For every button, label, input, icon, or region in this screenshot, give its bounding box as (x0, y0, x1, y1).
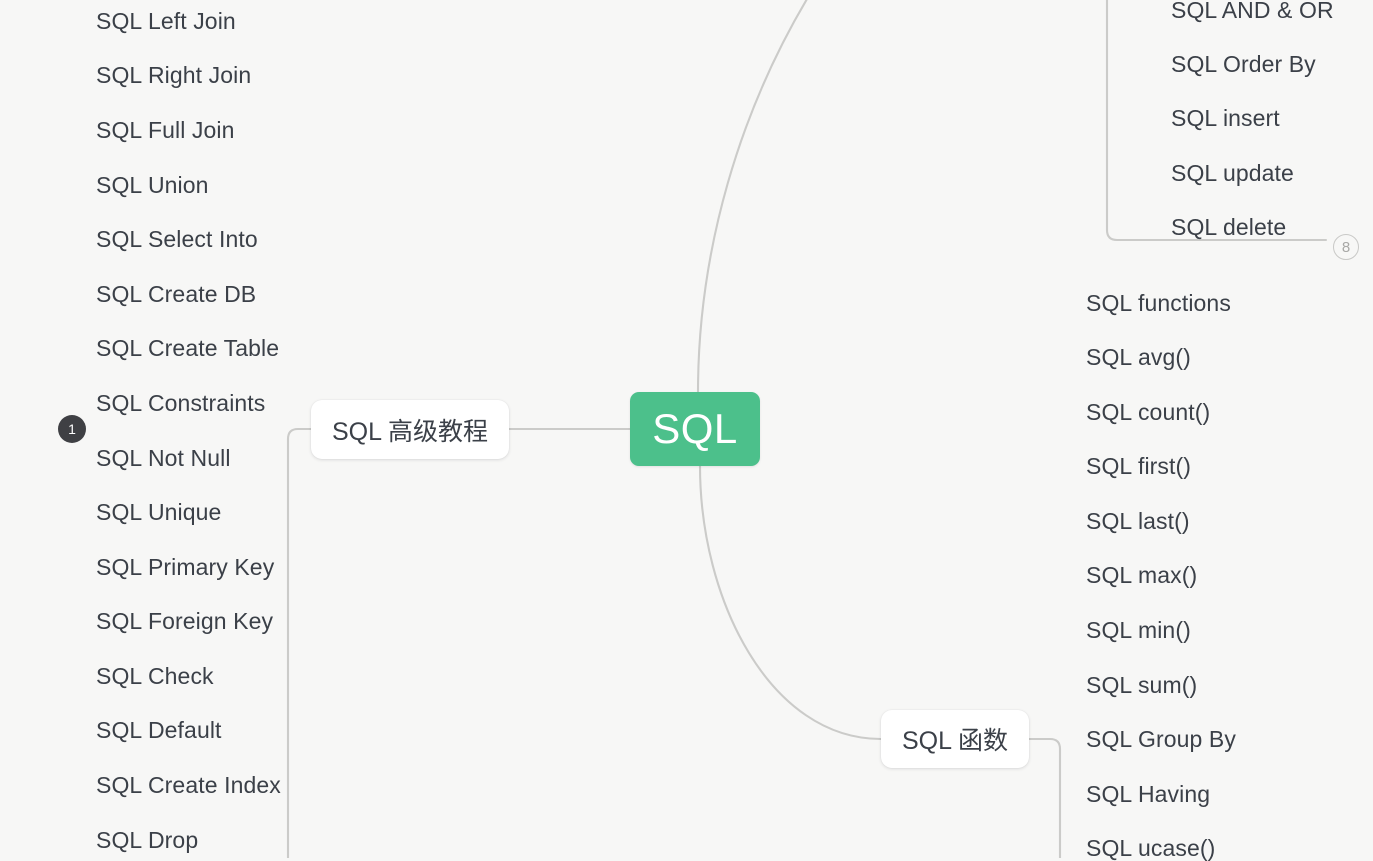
leaf-topic[interactable]: SQL max() (1086, 562, 1198, 588)
branch-node-advanced[interactable]: SQL 高级教程 (311, 400, 509, 459)
leaf-topic[interactable]: SQL Check (96, 663, 214, 689)
branch-node-advanced-label: SQL 高级教程 (331, 417, 489, 446)
leaf-topic[interactable]: SQL first() (1086, 453, 1192, 479)
leaf-topic[interactable]: SQL Default (96, 717, 222, 743)
branch-node-functions[interactable]: SQL 函数 (881, 710, 1029, 768)
branch-node-functions-label: SQL 函数 (901, 727, 1009, 755)
leaf-topic[interactable]: SQL Foreign Key (96, 608, 274, 634)
leaf-topic[interactable]: SQL Drop (96, 827, 199, 853)
leaf-topic[interactable]: SQL last() (1086, 508, 1190, 534)
collapsed-count-badge-advanced-value: 1 (68, 421, 76, 437)
leaf-topic[interactable]: SQL Union (96, 172, 209, 198)
leaf-topic[interactable]: SQL sum() (1086, 672, 1198, 698)
leaf-topic[interactable]: SQL Create Index (96, 772, 281, 798)
leaf-topic[interactable]: SQL Unique (96, 499, 222, 525)
root-node-label: SQL (652, 405, 738, 452)
leaf-topic[interactable]: SQL delete (1171, 214, 1287, 240)
edge-root-to-functions (698, 464, 883, 741)
root-node-sql[interactable]: SQL (630, 392, 760, 466)
leaf-topic[interactable]: SQL insert (1171, 105, 1280, 131)
edge-functions-bracket (1027, 737, 1062, 858)
leaf-topic[interactable]: SQL Order By (1171, 51, 1316, 77)
leaf-topic[interactable]: SQL AND & OR (1171, 0, 1334, 23)
leaf-topic[interactable]: SQL Left Join (96, 8, 236, 34)
collapsed-count-badge-advanced[interactable]: 1 (58, 415, 86, 443)
leaf-topic[interactable]: SQL Create DB (96, 281, 257, 307)
leaf-topic[interactable]: SQL Full Join (96, 117, 235, 143)
leaf-topic[interactable]: SQL Primary Key (96, 554, 275, 580)
leaf-topic[interactable]: SQL min() (1086, 617, 1191, 643)
leaf-topic[interactable]: SQL count() (1086, 399, 1211, 425)
leaf-topic[interactable]: SQL avg() (1086, 344, 1191, 370)
edge-advanced-bracket (286, 427, 313, 858)
leaf-topic[interactable]: SQL Group By (1086, 726, 1236, 752)
leaf-topic[interactable]: SQL ucase() (1086, 835, 1216, 861)
collapsed-count-badge-basics[interactable]: 8 (1333, 234, 1359, 260)
collapsed-count-badge-basics-value: 8 (1341, 238, 1351, 256)
edge-root-to-basics (696, 0, 808, 394)
leaf-topic[interactable]: SQL Not Null (96, 445, 231, 471)
leaf-topic[interactable]: SQL Having (1086, 781, 1211, 807)
leaf-topic[interactable]: SQL Select Into (96, 226, 258, 252)
leaf-topic[interactable]: SQL Create Table (96, 335, 280, 361)
leaf-topic[interactable]: SQL update (1171, 160, 1294, 186)
leaf-topic[interactable]: SQL functions (1086, 290, 1231, 316)
leaf-topic[interactable]: SQL Right Join (96, 62, 252, 88)
leaf-topic[interactable]: SQL Constraints (96, 390, 266, 416)
